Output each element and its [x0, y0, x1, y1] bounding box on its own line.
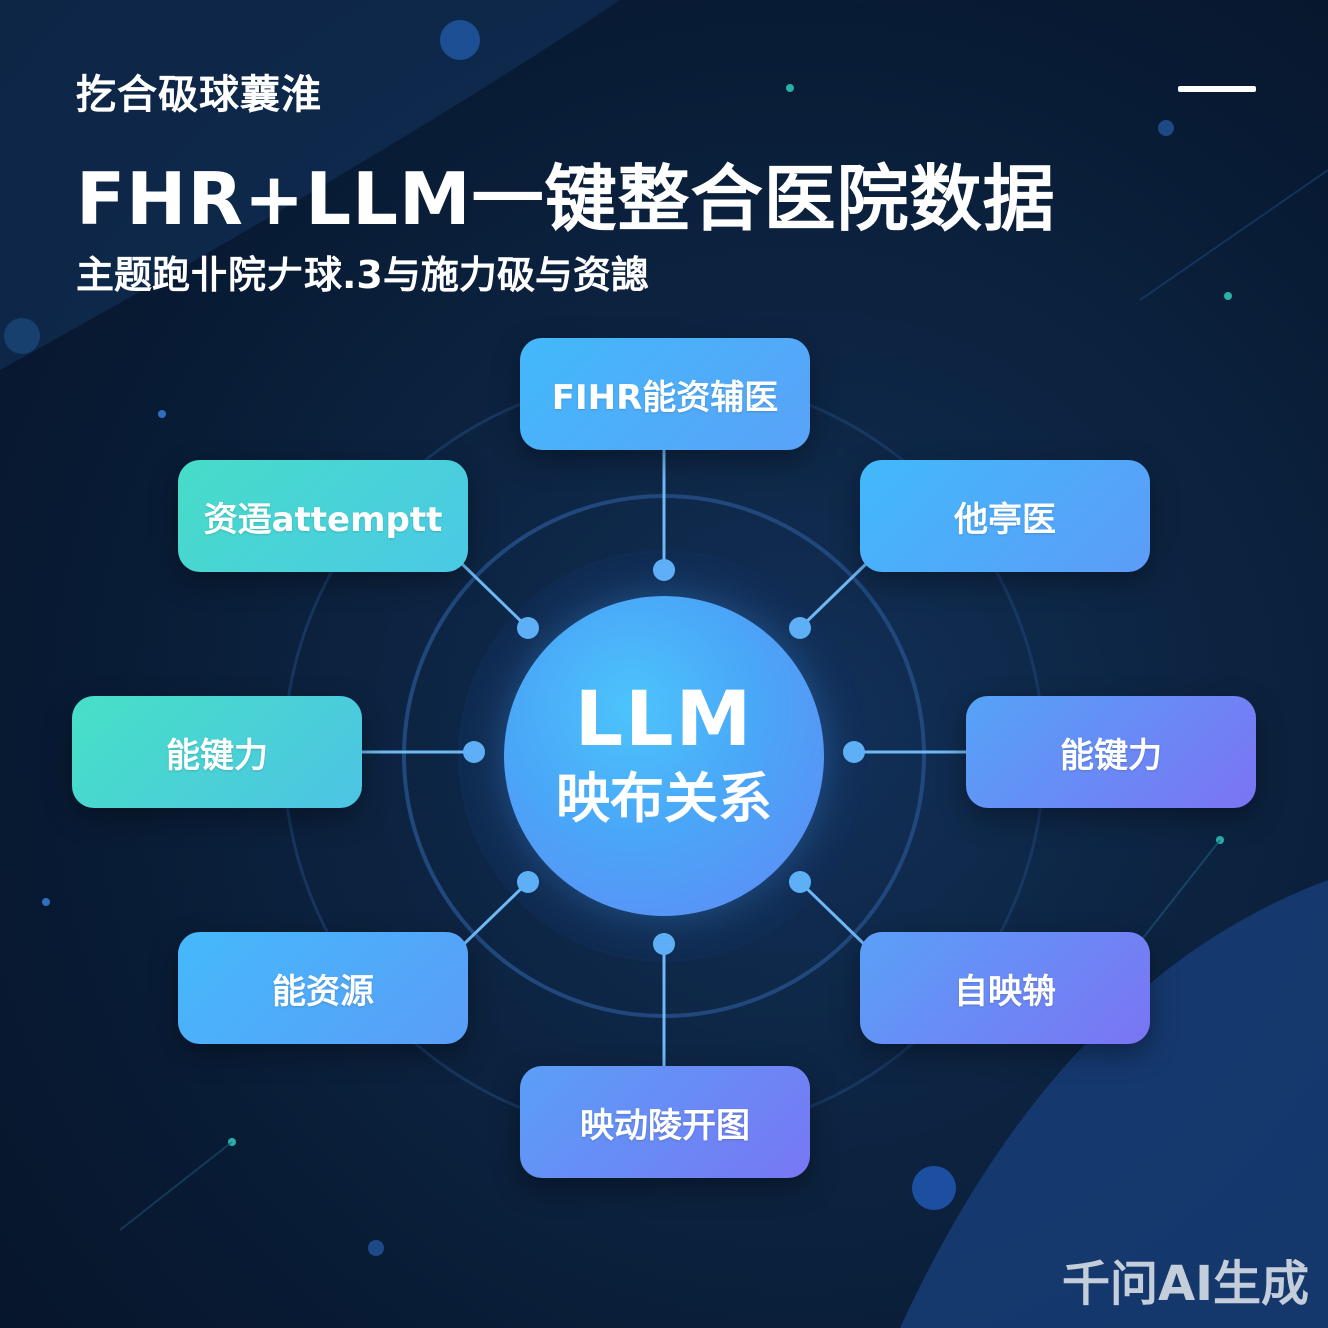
hub-circle[interactable]: LLM 映布关系: [504, 596, 824, 916]
page-subtitle: 主题跑卝院𠂇球.3与施力砐与资謥: [76, 253, 649, 297]
bg-dot: [786, 84, 794, 92]
watermark-text: 千问AI生成: [1062, 1256, 1310, 1312]
connector-top-right: [798, 560, 870, 630]
page-title: FHR+LLM一键整合医院数据: [76, 157, 1056, 241]
bg-line: [1139, 169, 1328, 301]
bg-dot: [4, 318, 40, 354]
bg-dot: [42, 898, 50, 906]
hub-subtitle: 映布关系: [556, 766, 772, 830]
connector-bottom-right: [798, 880, 866, 946]
bg-corner-shape-top-left: [0, 0, 620, 370]
connector-bottom-left: [462, 880, 530, 946]
bg-dot: [368, 1240, 384, 1256]
menu-dash-icon[interactable]: [1178, 86, 1256, 92]
node-top-right[interactable]: 他亭医: [860, 460, 1150, 572]
bg-dot: [912, 1166, 956, 1210]
kicker-text: 扢合砐球蘘淮: [76, 72, 322, 118]
connector-dot-left: [463, 741, 485, 763]
connector-dot-top-right: [789, 617, 811, 639]
connector-dot-top-left: [517, 617, 539, 639]
node-top[interactable]: FIHR能资辅医: [520, 338, 810, 450]
node-bottom-left[interactable]: 能资源: [178, 932, 468, 1044]
connector-dot-bottom-right: [789, 871, 811, 893]
bg-dot: [158, 410, 166, 418]
connector-top-left: [456, 558, 530, 630]
node-left[interactable]: 能键力: [72, 696, 362, 808]
node-top-left[interactable]: 资逜attemptt: [178, 460, 468, 572]
node-bottom[interactable]: 映动陵开图: [520, 1066, 810, 1178]
connector-dot-top: [653, 559, 675, 581]
node-bottom-right[interactable]: 自映辀: [860, 932, 1150, 1044]
bg-dot: [1158, 120, 1174, 136]
hub-title: LLM: [574, 673, 754, 763]
bg-dot: [1224, 292, 1232, 300]
bg-dot: [440, 20, 480, 60]
connector-dot-bottom-left: [517, 871, 539, 893]
connector-dot-right: [843, 741, 865, 763]
bg-corner-shape-bottom-right: [900, 880, 1328, 1328]
node-right[interactable]: 能键力: [966, 696, 1256, 808]
connector-dot-bottom: [653, 933, 675, 955]
bg-line: [119, 1141, 233, 1231]
